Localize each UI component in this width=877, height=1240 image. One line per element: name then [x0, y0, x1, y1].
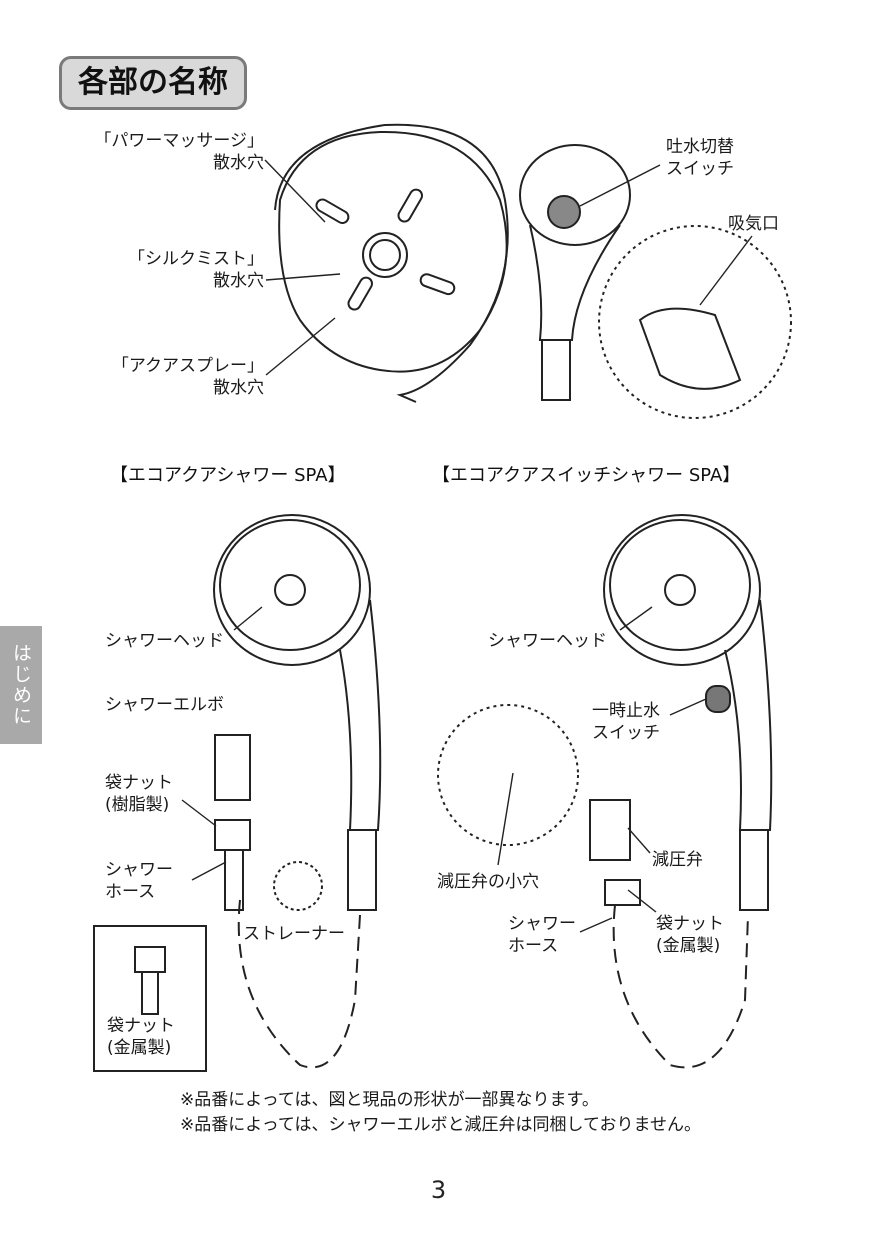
model-name-right: 【エコアクアスイッチシャワー SPA】: [432, 465, 741, 486]
label-silk-mist: 「シルクミスト」散水穴: [128, 249, 264, 291]
label-valve-hole: 減圧弁の小穴: [437, 872, 539, 892]
footnote: ※品番によっては、図と現品の形状が一部異なります。: [180, 1090, 599, 1110]
page-number: 3: [430, 1176, 447, 1204]
air-intake-detail-circle: [598, 225, 792, 419]
label-stop-switch: 一時止水スイッチ: [592, 701, 660, 743]
shower-handle-top: [519, 144, 631, 401]
metal-nut-inset-box: 袋ナット(金属製): [93, 925, 207, 1072]
left-shower-assembly: [213, 514, 382, 1069]
model-name-left: 【エコアクアシャワー SPA】: [110, 465, 346, 486]
label-switch: 吐水切替スイッチ: [666, 137, 734, 179]
label-power-massage: 「パワーマッサージ」散水穴: [94, 131, 264, 173]
section-title: 各部の名称: [59, 56, 247, 110]
footnotes: ※品番によっては、図と現品の形状が一部異なります。 ※品番によっては、シャワーエ…: [180, 1088, 701, 1138]
footnote: ※品番によっては、シャワーエルボと減圧弁は同梱しておりません。: [180, 1115, 702, 1135]
label-shower-hose-right: シャワーホース: [508, 914, 576, 956]
side-tab-introduction[interactable]: はじめに: [0, 626, 42, 744]
air-intake-detail: [638, 307, 742, 390]
label-nut-metal-box: 袋ナット(金属製): [107, 1016, 175, 1058]
label-shower-head-left: シャワーヘッド: [105, 631, 224, 651]
label-strainer: ストレーナー: [243, 924, 345, 944]
shower-head-face-closeup: [274, 123, 509, 403]
label-shower-hose-left: シャワーホース: [105, 860, 173, 902]
metal-nut-inset-illustration: [134, 946, 166, 1015]
label-aqua-spray: 「アクアスプレー」散水穴: [111, 356, 264, 398]
label-shower-head-right: シャワーヘッド: [488, 631, 607, 651]
label-pressure-valve: 減圧弁: [652, 850, 703, 870]
label-shower-elbow: シャワーエルボ: [105, 695, 224, 715]
right-shower-assembly: [437, 514, 773, 1069]
label-air-intake: 吸気口: [728, 214, 779, 234]
label-nut-resin: 袋ナット(樹脂製): [105, 773, 173, 815]
label-nut-metal-right: 袋ナット(金属製): [656, 914, 724, 956]
